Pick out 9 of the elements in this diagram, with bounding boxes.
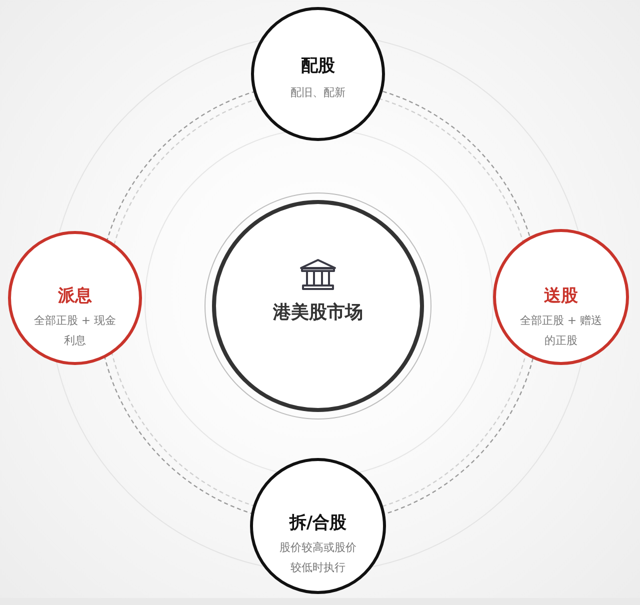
node-description: 股价较高或股价较低时执行 [278,540,358,576]
node-title: 送股 [544,285,578,308]
node-title: 港美股市场 [273,301,363,325]
node-title: 拆/合股 [289,512,347,535]
node-description: 配旧、配新 [290,85,346,101]
node-description: 全部正股 + 现金利息 [32,313,118,349]
node-title: 配股 [301,55,335,78]
node-title: 派息 [58,285,92,308]
node-description: 全部正股 + 赠送的正股 [518,313,604,349]
